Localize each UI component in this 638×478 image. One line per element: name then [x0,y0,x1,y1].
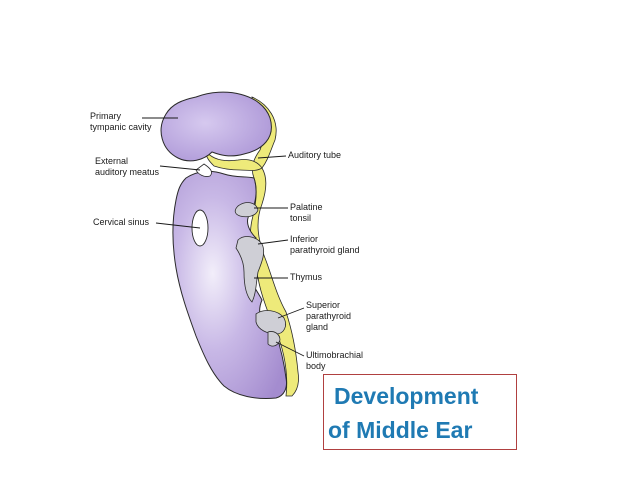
label-line: Palatine [290,202,323,212]
label-line: parathyroid [306,311,352,321]
pharyngeal-connection [204,149,263,171]
label-line: Cervical sinus [93,217,150,227]
label-line: Primary [90,111,121,121]
label-line: auditory meatus [95,167,160,177]
title-box: Development of Middle Ear [323,374,517,450]
label-external-auditory-meatus: External auditory meatus [95,156,159,178]
label-inferior-parathyroid-gland: Inferior parathyroid gland [290,234,360,256]
label-auditory-tube: Auditory tube [288,150,341,161]
label-line: Thymus [290,272,323,282]
label-line: body [306,361,326,371]
leader-external-auditory-meatus [159,165,201,171]
label-ultimobranchial-body: Ultimobrachial body [306,350,363,372]
label-line: Superior [306,300,341,310]
external-auditory-meatus-cleft [195,163,212,177]
label-palatine-tonsil: Palatine tonsil [290,202,323,224]
label-line: Auditory tube [288,150,342,160]
label-line: parathyroid gland [290,245,360,255]
leader-superior-parathyroid [277,307,305,319]
label-primary-tympanic-cavity: Primary tympanic cavity [90,111,152,133]
label-line: Ultimobrachial [306,350,364,360]
title-line-2: of Middle Ear [328,417,473,443]
label-line: tympanic cavity [90,122,152,132]
label-cervical-sinus: Cervical sinus [93,217,149,228]
palatine-tonsil-pouch [234,202,259,218]
leader-inferior-parathyroid [257,239,289,245]
primary-tympanic-cavity [160,91,272,162]
label-thymus: Thymus [290,272,322,283]
label-line: gland [306,322,329,332]
third-pouch [235,236,265,303]
label-line: tonsil [290,213,312,223]
label-superior-parathyroid-gland: Superior parathyroid gland [306,300,351,333]
leader-ultimobranchial [275,341,305,357]
label-line: External [95,156,129,166]
title-line-1: Development [334,383,479,409]
fourth-pouch [255,310,286,335]
label-line: Inferior [290,234,319,244]
leader-cervical-sinus [155,222,201,229]
leader-lines [142,117,305,357]
leader-auditory-tube [257,155,287,159]
